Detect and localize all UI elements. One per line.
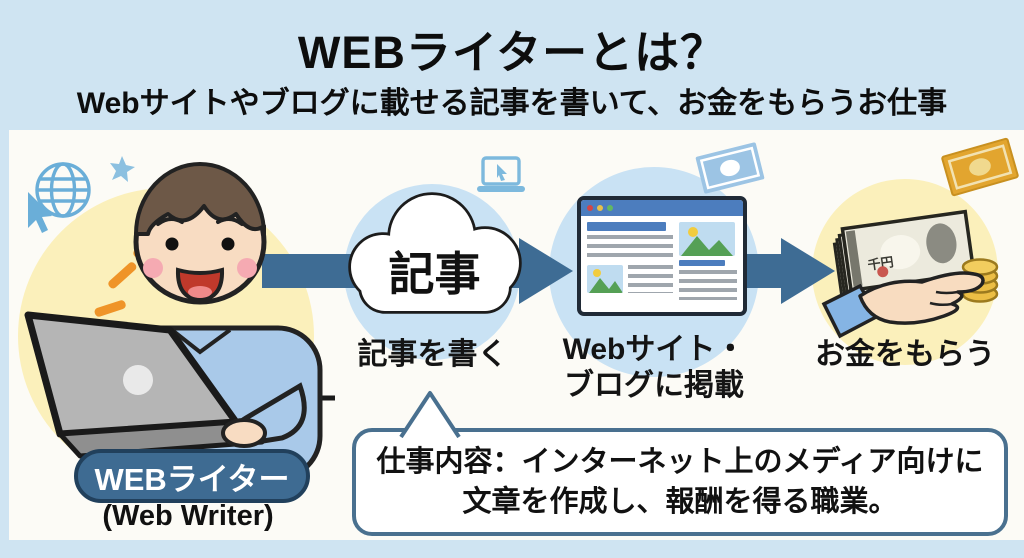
writer-badge-en: (Web Writer)	[102, 500, 274, 532]
job-description-bubble: 仕事内容：インターネット上のメディア向けに 文章を作成し、報酬を得る職業。	[352, 428, 1008, 536]
arrow-publish-to-money-head	[781, 238, 835, 304]
step2-label: Webサイト・ ブログに掲載	[545, 332, 763, 404]
sidebar-headline-bar	[679, 260, 726, 266]
frame-bottom-strip	[0, 540, 1024, 558]
receiving-hand	[821, 271, 985, 339]
page-subtitle: Webサイトやブログに載せる記事を書いて、お金をもらうお仕事	[76, 87, 948, 120]
step2-line1: Webサイト・	[562, 333, 746, 366]
job-description-line2: 文章を作成し、報酬を得る職業。	[462, 486, 898, 518]
browser-dot-yellow	[597, 205, 603, 211]
page-title: WEBライターとは？	[297, 27, 727, 78]
browser-right-column	[679, 222, 737, 300]
browser-dot-red	[587, 205, 593, 211]
writer-illustration	[24, 156, 335, 481]
sidebar-image-thumb	[679, 222, 735, 256]
banknote-icon-orange	[941, 137, 1019, 197]
writer-badge: WEBライター	[74, 449, 310, 503]
arrow-write-to-publish-head	[519, 238, 573, 304]
writer-hand	[221, 382, 307, 448]
browser-left-column	[587, 222, 673, 300]
step1-label: 記事を書く	[357, 338, 508, 371]
browser-dot-green	[607, 205, 613, 211]
laptop-cursor-icon	[477, 156, 525, 192]
article-bottom-row	[587, 265, 673, 293]
step3-label: お金をもらう	[815, 338, 995, 371]
bubble-tail	[399, 391, 461, 438]
money-hand-illustration: 千円	[821, 209, 999, 339]
globe-icon	[35, 162, 91, 218]
header-band	[0, 0, 1024, 130]
frame-left-strip	[0, 130, 9, 558]
article-image-thumb	[587, 265, 623, 293]
job-description-line1: 仕事内容：インターネット上のメディア向けに	[376, 446, 984, 478]
browser-content	[581, 216, 743, 306]
article-side-lines	[628, 265, 673, 293]
browser-window	[577, 196, 747, 316]
cloud-article-label: 記事	[388, 248, 481, 300]
cursor-arrow-icon	[28, 192, 52, 233]
writer-head	[133, 162, 267, 305]
browser-titlebar	[581, 200, 743, 216]
step2-line2: ブログに掲載	[564, 369, 744, 402]
bill-denomination: 千円	[867, 254, 895, 272]
sparkle-icon	[110, 156, 135, 182]
article-headline-bar	[587, 222, 667, 231]
sidebar-text-lines	[679, 270, 737, 300]
article-cloud	[348, 192, 522, 314]
banknote-icon-blue	[695, 142, 765, 194]
article-text-lines	[587, 235, 673, 261]
